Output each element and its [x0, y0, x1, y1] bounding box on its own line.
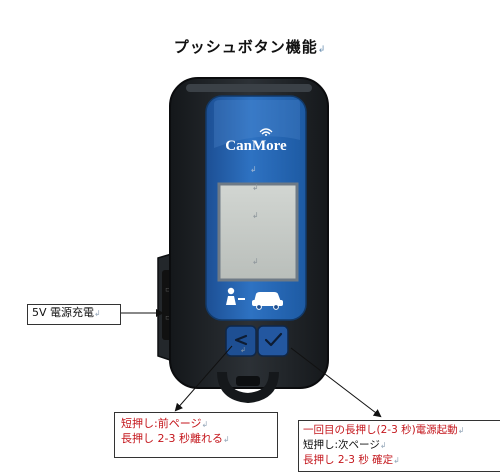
main-button-line-3-text: 長押し 2-3 秒 確定	[303, 454, 394, 466]
short-press-label-box: 短押し:前ページ↲ 長押し 2-3 秒離れる↲	[114, 412, 278, 458]
brand-logo: CanMore	[225, 138, 287, 154]
wifi-signal-icon	[259, 128, 273, 136]
back-arrow-icon	[234, 334, 248, 346]
main-button-label-box: 一回目の長押し(2-3 秒)電源起動↲ 短押し:次ページ↲ 長押し 2-3 秒 …	[298, 420, 500, 472]
main-button-line-3: 長押し 2-3 秒 確定↲	[303, 454, 400, 466]
svg-text:↲: ↲	[240, 346, 246, 354]
charge-label: 5V 電源充電	[32, 306, 95, 319]
charge-label-box: 5V 電源充電↲	[27, 304, 121, 325]
ok-button[interactable]	[257, 325, 289, 357]
short-press-line-1-text: 短押し:前ページ	[121, 417, 202, 430]
short-press-line-1: 短押し:前ページ↲	[121, 417, 209, 430]
brand-text: CanMore	[225, 138, 287, 154]
page-title-text: プッシュボタン機能	[173, 38, 318, 56]
page-title: プッシュボタン機能↲	[0, 36, 500, 57]
main-button-line-2: 短押し:次ページ↲	[303, 439, 387, 451]
lanyard-loop	[217, 371, 279, 404]
check-icon	[264, 332, 283, 347]
short-press-leader-line	[174, 345, 233, 412]
return-mark-icon: ↲	[250, 165, 257, 174]
person-icon	[226, 287, 245, 305]
svg-text:↲: ↲	[252, 211, 259, 220]
lcd-screen	[217, 182, 299, 282]
back-button[interactable]: ↲	[225, 325, 257, 357]
return-mark-icon: ↲	[317, 45, 327, 55]
main-button-line-1: 一回目の長押し(2-3 秒)電源起動↲	[303, 424, 465, 436]
short-press-line-2-text: 長押し 2-3 秒離れる	[121, 432, 223, 445]
short-press-line-2: 長押し 2-3 秒離れる↲	[121, 432, 230, 445]
svg-text:↲: ↲	[252, 257, 259, 266]
main-button-line-1-text: 一回目の長押し(2-3 秒)電源起動	[303, 424, 458, 436]
car-icon	[252, 292, 283, 310]
main-button-line-2-text: 短押し:次ページ	[303, 439, 380, 451]
svg-text:↲: ↲	[252, 183, 259, 192]
main-button-leader-line	[290, 347, 382, 418]
